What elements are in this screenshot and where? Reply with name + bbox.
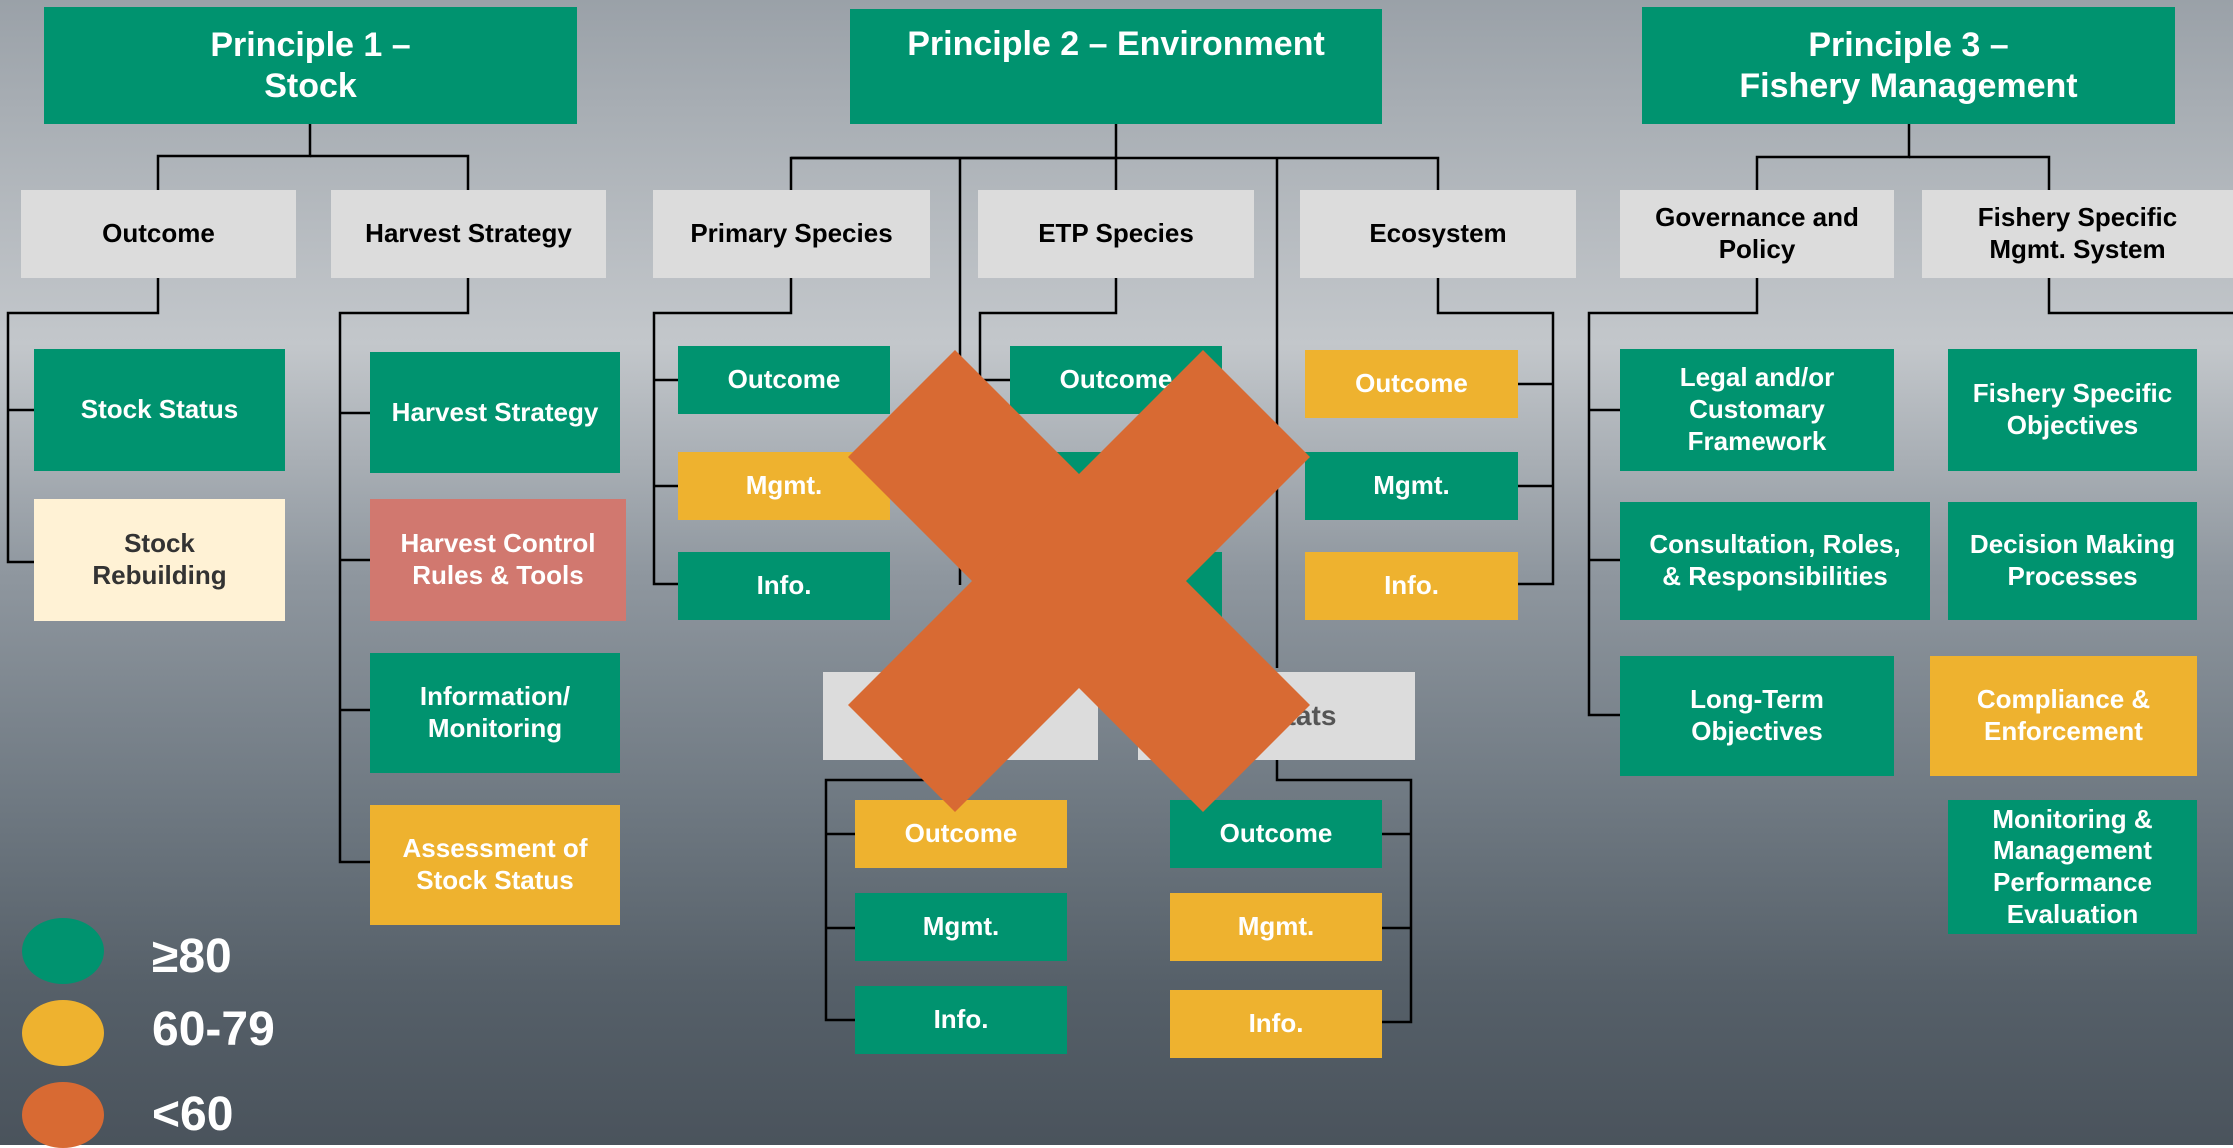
principle-2-header: Principle 2 – Environment <box>850 9 1382 124</box>
category-etp-species: ETP Species <box>978 190 1254 278</box>
category-ecosystem: Ecosystem <box>1300 190 1576 278</box>
category-outcome: Outcome <box>21 190 296 278</box>
assessment-stock-status-box: Assessment of Stock Status <box>370 805 620 925</box>
legend-label-high: ≥80 <box>152 930 232 983</box>
legend-yellow-dot <box>22 1000 104 1066</box>
harvest-control-rules-box: Harvest Control Rules & Tools <box>370 499 626 621</box>
consultation-roles-box: Consultation, Roles, & Responsibilities <box>1620 502 1930 620</box>
fishery-specific-objectives-box: Fishery Specific Objectives <box>1948 349 2197 471</box>
habitat-outcome-box: Outcome <box>1170 800 1382 868</box>
primary-info-box: Info. <box>678 552 890 620</box>
category-fishery-specific: Fishery Specific Mgmt. System <box>1922 190 2233 278</box>
lower-left-outcome-box: Outcome <box>855 800 1067 868</box>
legend-label-low: <60 <box>152 1088 234 1141</box>
category-primary-species: Primary Species <box>653 190 930 278</box>
legal-framework-box: Legal and/or Customary Framework <box>1620 349 1894 471</box>
decision-making-box: Decision Making Processes <box>1948 502 2197 620</box>
principle-1-header: Principle 1 – Stock <box>44 7 577 124</box>
compliance-enforcement-box: Compliance & Enforcement <box>1930 656 2197 776</box>
ecosystem-outcome-box: Outcome <box>1305 350 1518 418</box>
ecosystem-info-box: Info. <box>1305 552 1518 620</box>
monitoring-evaluation-box: Monitoring & Management Performance Eval… <box>1948 800 2197 934</box>
lower-left-mgmt-box: Mgmt. <box>855 893 1067 961</box>
long-term-objectives-box: Long-Term Objectives <box>1620 656 1894 776</box>
principle-3-header: Principle 3 – Fishery Management <box>1642 7 2175 124</box>
legend-orange-dot <box>22 1082 104 1148</box>
lower-left-info-box: Info. <box>855 986 1067 1054</box>
habitat-mgmt-box: Mgmt. <box>1170 893 1382 961</box>
harvest-strategy-box: Harvest Strategy <box>370 352 620 473</box>
legend-label-mid: 60-79 <box>152 1003 275 1056</box>
legend-green-dot <box>22 918 104 984</box>
category-harvest-strategy: Harvest Strategy <box>331 190 606 278</box>
stock-rebuilding-box: Stock Rebuilding <box>34 499 285 621</box>
information-monitoring-box: Information/ Monitoring <box>370 653 620 773</box>
ecosystem-mgmt-box: Mgmt. <box>1305 452 1518 520</box>
stock-status-box: Stock Status <box>34 349 285 471</box>
category-governance-policy: Governance and Policy <box>1620 190 1894 278</box>
habitat-info-box: Info. <box>1170 990 1382 1058</box>
primary-outcome-box: Outcome <box>678 346 890 414</box>
